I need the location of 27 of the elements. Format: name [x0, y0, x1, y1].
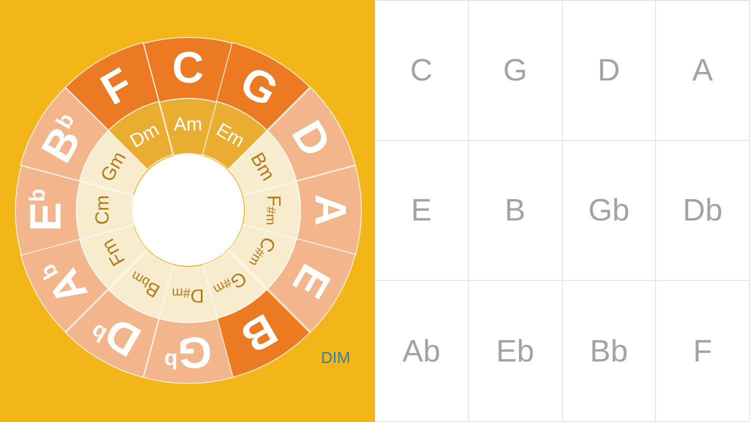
key-name: G	[236, 64, 282, 110]
key-name: A	[313, 194, 347, 226]
chord-name: Gm	[100, 150, 129, 185]
chord-name: Cm	[95, 195, 111, 225]
chord-name: Fm	[100, 236, 128, 268]
mode-label: DIM	[321, 351, 350, 367]
chord-name: Am	[174, 117, 202, 133]
note-name: Eb	[496, 336, 534, 367]
note-name: Ab	[402, 336, 440, 367]
key-name: D	[288, 116, 334, 162]
note-name: Db	[682, 194, 722, 226]
chord-name: Dm	[128, 122, 162, 150]
note-name: D	[598, 54, 620, 86]
key-name: B	[236, 310, 282, 356]
key-name: C	[172, 51, 204, 85]
note-name: F	[693, 336, 712, 367]
key-name: F	[96, 66, 137, 108]
note-name: E	[411, 194, 432, 226]
note-name: B	[504, 194, 526, 226]
note-name: C	[410, 54, 433, 86]
chord-name: Em	[214, 122, 247, 150]
note-name: Gb	[588, 194, 630, 226]
note-name: Bb	[590, 336, 628, 367]
note-name: A	[692, 54, 713, 86]
key-name: E	[289, 260, 333, 302]
chord-name: Bm	[248, 151, 276, 184]
note-name: G	[503, 54, 528, 86]
